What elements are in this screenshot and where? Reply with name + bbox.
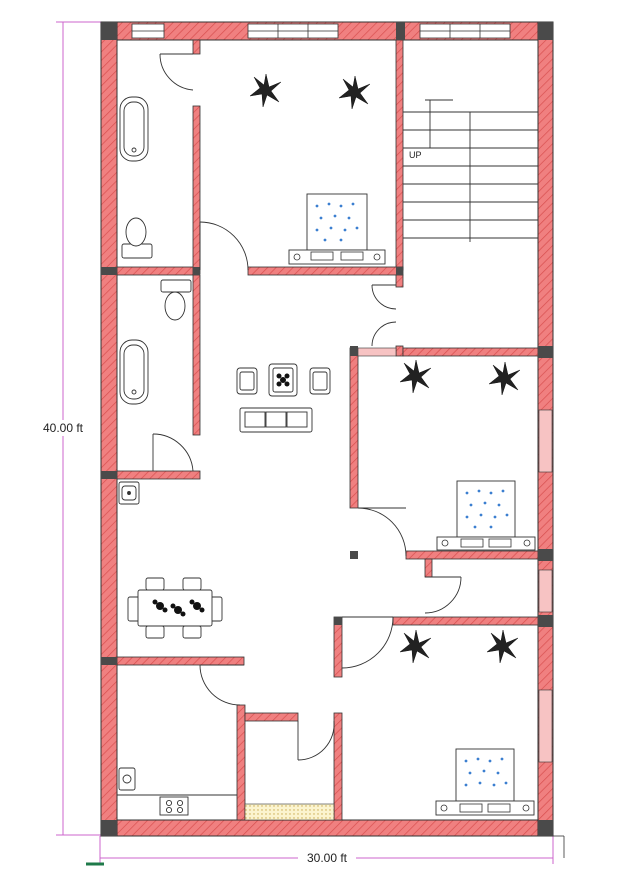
dining-flowers-icon <box>152 599 205 617</box>
right-windows <box>538 409 553 763</box>
plant-icons <box>249 73 521 664</box>
wash-basin-icon <box>118 481 140 505</box>
staircase <box>403 99 538 242</box>
columns <box>101 22 553 836</box>
kitchen-counter <box>117 767 237 816</box>
width-dimension-label: 30.00 ft <box>307 851 348 865</box>
top-windows <box>131 23 511 39</box>
stair-up-label: UP <box>409 150 422 160</box>
dimension-width: 30.00 ft <box>86 835 565 866</box>
height-dimension-label: 40.00 ft <box>43 421 84 435</box>
bed-icon-1 <box>288 193 386 265</box>
toilet-icon <box>121 217 153 259</box>
toilet-icon-2 <box>160 279 192 321</box>
bathtub-icon-2 <box>119 339 149 405</box>
bed-icon-3 <box>435 748 535 816</box>
doors <box>152 53 462 761</box>
utility-sill <box>244 803 335 821</box>
dimension-height: 40.00 ft <box>36 21 102 836</box>
bed-icon-2 <box>436 480 536 551</box>
sofa-set-icon <box>236 363 331 433</box>
outer-walls <box>100 21 554 837</box>
bathtub-icon <box>119 96 149 162</box>
flower-icon-table <box>276 373 290 387</box>
interior-walls <box>116 39 539 821</box>
